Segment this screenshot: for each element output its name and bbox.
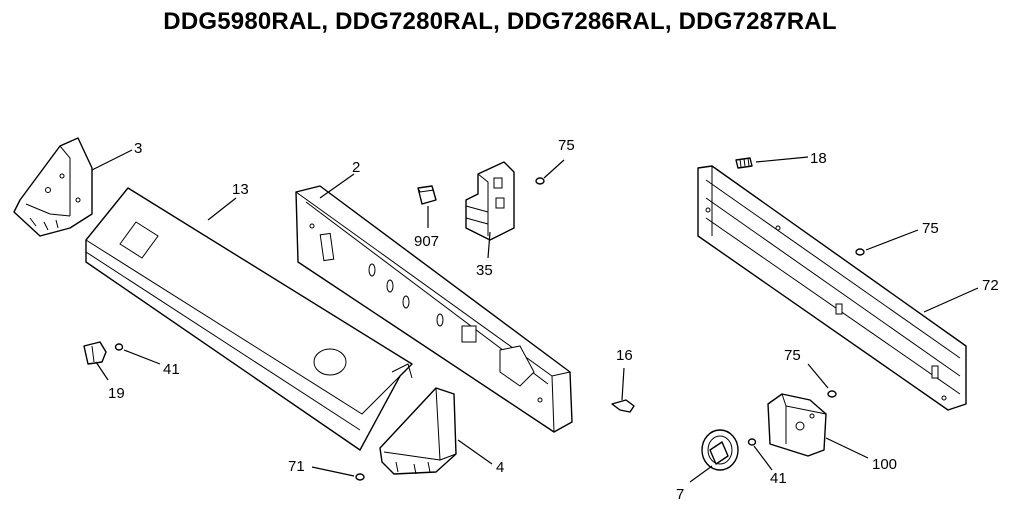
- callout-18: 18: [810, 150, 827, 167]
- callout-2: 2: [352, 159, 360, 176]
- screw-41-left: [114, 343, 124, 351]
- callout-100: 100: [872, 456, 897, 473]
- callout-labels: 3 13 2 907 75 35 18 75 72 41 19 16 75 10…: [108, 137, 999, 503]
- callout-3: 3: [134, 140, 142, 157]
- callout-35: 35: [476, 262, 493, 279]
- screw-75-lower: [827, 390, 837, 398]
- right-end-cap: [379, 387, 457, 475]
- callout-7: 7: [676, 486, 684, 503]
- callout-41-right: 41: [770, 470, 787, 487]
- callout-72: 72: [982, 277, 999, 294]
- switch-block-35: [465, 161, 515, 241]
- leader-lines: [91, 149, 979, 483]
- callout-13: 13: [232, 181, 249, 198]
- callout-41-left: 41: [163, 361, 180, 378]
- knob-7: [701, 429, 739, 471]
- rear-panel-72: [697, 165, 967, 411]
- callout-16: 16: [616, 347, 633, 364]
- screw-75-top: [535, 177, 545, 185]
- callout-4: 4: [496, 459, 504, 476]
- screw-18: [735, 157, 753, 169]
- small-module-907: [417, 185, 437, 205]
- console-front-panel: [85, 187, 413, 451]
- callout-907: 907: [414, 233, 439, 250]
- diagram-title: DDG5980RAL, DDG7280RAL, DDG7286RAL, DDG7…: [163, 8, 837, 35]
- clip-16: [611, 399, 635, 413]
- console-back-frame: [295, 185, 573, 433]
- callout-75-lower: 75: [784, 347, 801, 364]
- screw-75-rear: [855, 248, 865, 256]
- left-end-cap: [13, 137, 93, 237]
- callout-19: 19: [108, 385, 125, 402]
- callout-75-rear: 75: [922, 220, 939, 237]
- screw-71: [355, 473, 365, 481]
- callout-71: 71: [288, 458, 305, 475]
- timer-100: [767, 393, 827, 457]
- callout-75-top: 75: [558, 137, 575, 154]
- screw-41-right: [747, 438, 757, 446]
- knob-insert-19: [83, 341, 107, 365]
